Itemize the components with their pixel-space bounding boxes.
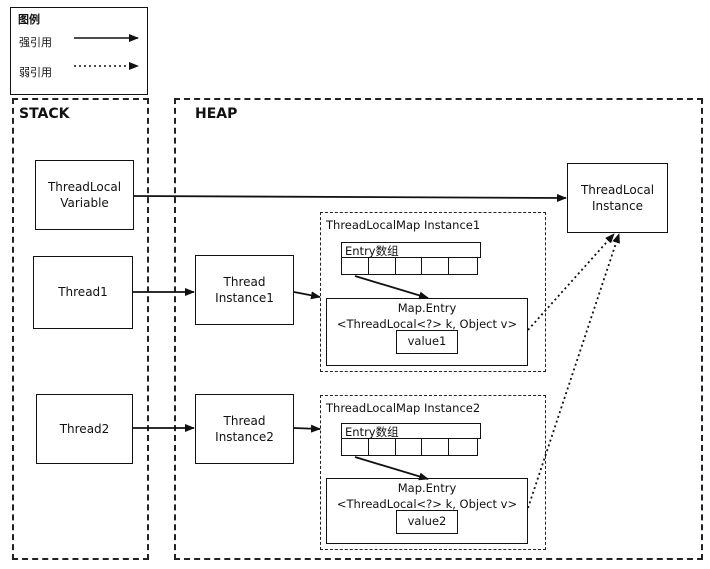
arrow-instance2-to-map2: [293, 424, 321, 433]
arrow-entry1-to-mapentry1: [354, 275, 429, 300]
thread-instance2-label: Thread Instance2: [215, 413, 274, 444]
entry-array-2: Entry数组: [341, 423, 481, 456]
legend: 图例 强引用 弱引用: [10, 7, 148, 95]
thread1-label: Thread1: [58, 285, 108, 300]
legend-strong-label: 强引用: [19, 36, 52, 49]
thread-instance1-label: Thread Instance1: [215, 274, 274, 305]
value2-label: value2: [407, 514, 447, 529]
entry-array-1-label: Entry数组: [345, 244, 399, 258]
arrow-variable-to-instance: [133, 193, 567, 202]
arrow-instance1-to-map1: [293, 291, 321, 300]
map-entry-2-label: Map.Entry <ThreadLocal<?> k, Object v>: [336, 481, 518, 511]
thread2-box: Thread2: [36, 394, 133, 464]
thread2-label: Thread2: [59, 421, 110, 436]
thread-instance1-box: Thread Instance1: [195, 255, 294, 325]
entry-array-1: Entry数组: [341, 242, 481, 275]
weak-arrow-mapentry2-to-instance: [527, 233, 620, 509]
arrow-entry2-to-mapentry2: [354, 456, 429, 481]
heap-region: [174, 98, 703, 560]
threadlocalmap2-region: [320, 395, 546, 550]
legend-weak-label: 弱引用: [19, 66, 52, 79]
stack-title: STACK: [19, 106, 70, 122]
entry-array-2-label: Entry数组: [345, 425, 399, 439]
threadlocal-variable-box: ThreadLocal Variable: [35, 160, 134, 230]
value1-box: value1: [396, 330, 458, 354]
threadlocal-variable-label: ThreadLocal Variable: [47, 179, 122, 210]
threadlocal-instance-label: ThreadLocal Instance: [580, 182, 655, 213]
legend-title: 图例: [18, 13, 40, 26]
map-entry-1-label: Map.Entry <ThreadLocal<?> k, Object v>: [336, 301, 518, 331]
threadlocalmap2-title: ThreadLocalMap Instance2: [326, 401, 481, 415]
value2-box: value2: [396, 510, 458, 534]
thread-instance2-box: Thread Instance2: [195, 394, 294, 464]
heap-title: HEAP: [195, 106, 238, 122]
value1-label: value1: [407, 334, 447, 349]
threadlocal-instance-box: ThreadLocal Instance: [567, 163, 668, 233]
weak-arrow-mapentry1-to-instance: [527, 233, 615, 331]
stack-region: [12, 98, 149, 560]
thread1-box: Thread1: [33, 256, 133, 329]
threadlocalmap1-title: ThreadLocalMap Instance1: [326, 218, 481, 232]
map-entry-1-box: Map.Entry <ThreadLocal<?> k, Object v>: [326, 298, 528, 366]
